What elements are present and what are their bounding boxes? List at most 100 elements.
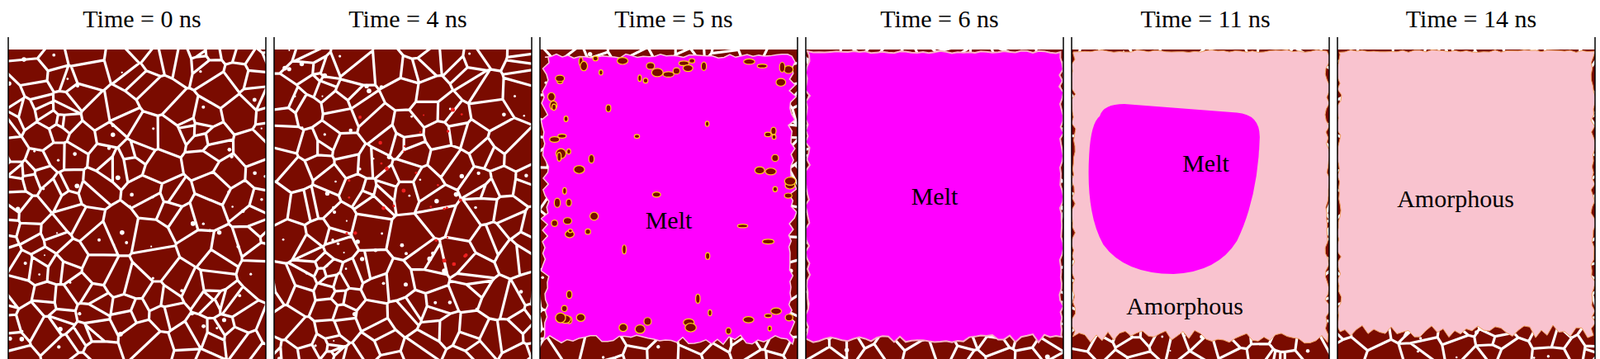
void-speck	[56, 345, 61, 349]
solid-island	[638, 75, 642, 82]
void-speck	[387, 155, 392, 160]
solid-island	[563, 217, 572, 225]
melt-nucleus	[450, 108, 455, 113]
void-speck	[110, 132, 115, 138]
void-speck	[231, 205, 234, 209]
solid-island	[547, 92, 555, 101]
void-speck	[400, 243, 405, 248]
solid-island	[672, 67, 680, 75]
solid-island	[555, 312, 566, 323]
void-speck	[1169, 350, 1171, 352]
solid-island	[771, 154, 779, 161]
void-speck	[179, 288, 184, 293]
void-speck	[301, 126, 304, 129]
grain-boundaries	[8, 49, 266, 359]
void-speck	[524, 174, 528, 178]
solid-island	[695, 293, 701, 303]
void-speck	[336, 242, 340, 246]
phase-label: Melt	[645, 206, 693, 236]
solid-island	[643, 317, 652, 326]
melt-nucleus	[347, 196, 351, 199]
solid-island	[754, 166, 765, 175]
void-speck	[52, 53, 56, 57]
void-speck	[198, 70, 202, 73]
void-speck	[473, 206, 478, 210]
void-speck	[519, 289, 524, 294]
void-speck	[151, 195, 154, 199]
void-speck	[403, 282, 408, 287]
void-speck	[373, 248, 378, 252]
snapshot-panel: Time = 11 nsAmorphousMelt	[1071, 0, 1340, 359]
time-label: Time = 4 ns	[274, 4, 542, 34]
melt-nucleus	[460, 113, 464, 116]
phase-label: Melt	[911, 182, 959, 212]
melt-nucleus	[358, 115, 362, 119]
solid-island	[737, 224, 748, 228]
void-speck	[1547, 355, 1550, 358]
void-speck	[129, 193, 134, 198]
solid-island	[757, 64, 767, 69]
melt-nucleus	[378, 141, 383, 146]
void-speck	[56, 159, 60, 162]
solid-island	[662, 71, 674, 77]
solid-island	[771, 307, 782, 315]
time-label: Time = 11 ns	[1071, 4, 1340, 34]
solid-island	[646, 62, 655, 70]
solid-island	[689, 58, 696, 63]
solid-island	[764, 132, 772, 137]
melt-blob-shape	[1088, 104, 1260, 275]
solid-island	[776, 78, 786, 86]
void-speck	[229, 154, 234, 159]
void-speck	[299, 61, 304, 67]
solid-island	[549, 100, 558, 110]
void-speck	[260, 127, 263, 130]
solid-island	[700, 61, 706, 71]
void-speck	[222, 317, 227, 322]
panel-edge	[796, 37, 799, 359]
melt-nucleus	[402, 151, 405, 153]
void-speck	[523, 114, 526, 117]
panel-image	[8, 49, 266, 359]
amorphous-area	[1337, 50, 1596, 339]
void-speck	[287, 66, 292, 72]
grain-boundaries	[1071, 49, 1330, 359]
solid-island	[573, 165, 585, 175]
void-speck	[97, 238, 101, 242]
void-speck	[124, 241, 128, 245]
void-speck	[75, 84, 80, 88]
solid-island	[561, 305, 568, 312]
solid-island	[568, 229, 573, 233]
solid-island	[558, 133, 567, 138]
melt-area	[540, 54, 796, 346]
grain-ground	[805, 49, 1064, 359]
void-speck	[33, 150, 36, 153]
melt-nucleus	[446, 129, 450, 133]
grain-ground	[1337, 49, 1596, 359]
void-speck	[352, 312, 357, 317]
panel-edge	[1070, 37, 1073, 359]
solid-island	[682, 65, 693, 72]
void-speck	[77, 312, 81, 316]
phase-label: Amorphous	[1126, 292, 1244, 322]
panel-edge	[265, 37, 267, 359]
void-speck	[151, 276, 155, 280]
time-label: Time = 14 ns	[1337, 4, 1600, 34]
solid-island	[566, 290, 572, 299]
time-label: Time = 0 ns	[8, 4, 276, 34]
void-speck	[121, 71, 124, 74]
void-speck	[844, 347, 849, 352]
void-speck	[1474, 330, 1479, 335]
panel-edge	[1594, 37, 1596, 359]
melt-nucleus	[442, 258, 447, 263]
solid-island	[555, 75, 565, 82]
void-speck	[320, 72, 322, 75]
solid-island	[563, 187, 568, 195]
melt-nucleus	[445, 206, 449, 209]
panel-edge	[1062, 37, 1065, 359]
snapshot-panel: Time = 6 nsMelt	[805, 0, 1074, 359]
void-speck	[343, 251, 346, 254]
void-speck	[501, 112, 507, 117]
void-speck	[72, 151, 77, 157]
melt-nucleus	[384, 166, 389, 171]
